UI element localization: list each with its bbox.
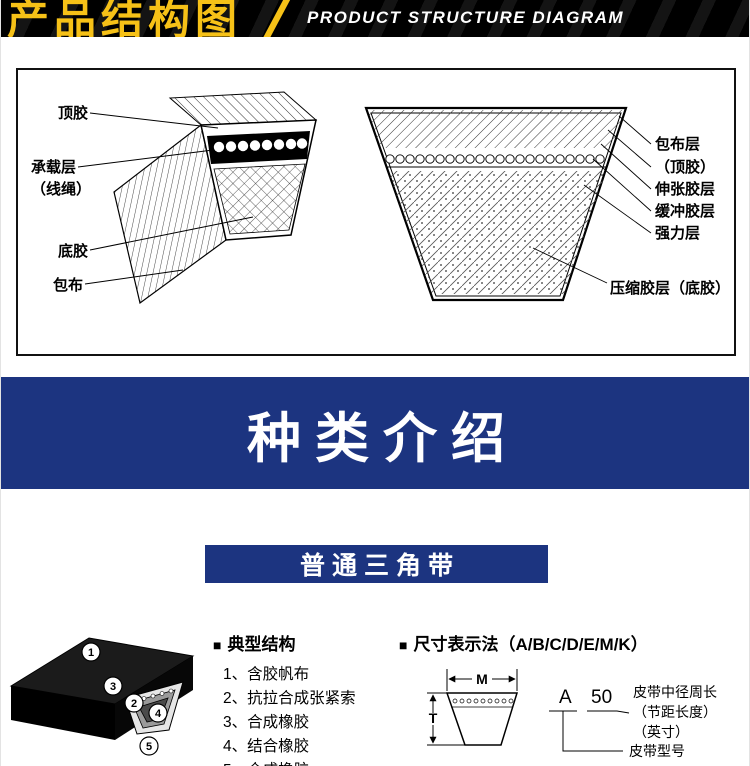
svg-text:3: 3 xyxy=(110,681,116,693)
cord-row xyxy=(385,154,605,164)
label-load-layer: 承载层 xyxy=(31,158,76,176)
typical-structure-list: 1、含胶帆布 2、抗拉合成张紧索 3、合成橡胶 4、结合橡胶 5、合成橡胶 xyxy=(213,663,395,766)
dimension-m-label: M xyxy=(476,671,488,687)
belt-number-3: 3 xyxy=(103,676,123,696)
section-title: 种类介绍 xyxy=(247,408,519,469)
list-item: 2、抗拉合成张紧索 xyxy=(223,690,356,707)
dimension-title: 尺寸表示法（A/B/C/D/E/M/K） xyxy=(413,635,648,654)
belt-number-1: 1 xyxy=(81,642,101,662)
subsection-banner: 普通三角带 xyxy=(205,545,548,583)
banner-title-cn: 产品结构图 xyxy=(7,0,243,37)
typical-structure-heading: ■ 典型结构 xyxy=(213,630,395,655)
svg-text:4: 4 xyxy=(155,708,162,720)
label-stretch-layer: 伸张胶层 xyxy=(654,180,715,198)
label-wrap: 包布 xyxy=(53,276,83,294)
section-banner: 种类介绍 xyxy=(1,377,749,489)
list-item: 3、合成橡胶 xyxy=(223,714,310,731)
note-belt-pitch-length-2: （节距长度） xyxy=(633,704,717,720)
label-compression-layer: 压缩胶层（底胶） xyxy=(610,279,730,297)
note-belt-model: 皮带型号 xyxy=(629,743,685,759)
belt-type-letter: A xyxy=(559,687,572,708)
belt-illustration: 1 3 2 4 5 xyxy=(3,622,203,766)
dimension-heading: ■ 尺寸表示法（A/B/C/D/E/M/K） xyxy=(399,630,747,655)
label-top-rubber-right: （顶胶） xyxy=(655,158,715,176)
top-banner: 产品结构图 PRODUCT STRUCTURE DIAGRAM xyxy=(1,0,749,37)
dimension-block: ■ 尺寸表示法（A/B/C/D/E/M/K） M xyxy=(399,630,747,765)
stretch-rubber-area xyxy=(368,110,624,148)
bottom-rubber-area xyxy=(213,163,306,235)
belt-number-4: 4 xyxy=(148,703,168,723)
label-strength-layer: 强力层 xyxy=(655,224,700,242)
square-bullet-icon: ■ xyxy=(213,637,222,653)
cross-section-trapezoid: 包布层 （顶胶） 伸张胶层 缓冲胶层 强力层 压缩胶层（底胶） xyxy=(364,106,730,302)
label-top-rubber: 顶胶 xyxy=(58,104,88,122)
structure-diagram-box: 顶胶 承载层 （线绳） 底胶 包布 xyxy=(16,68,736,356)
compression-rubber-area xyxy=(388,171,606,294)
typical-structure-title: 典型结构 xyxy=(227,635,296,654)
belt-illustration-svg: 1 3 2 4 5 xyxy=(9,637,195,756)
banner-title-en: PRODUCT STRUCTURE DIAGRAM xyxy=(307,8,625,27)
note-belt-pitch-length-3: （英寸） xyxy=(633,724,689,740)
svg-text:1: 1 xyxy=(88,647,94,659)
belt-length-number: 50 xyxy=(591,687,612,708)
label-wrap-layer: 包布层 xyxy=(655,135,700,153)
dimension-diagram-svg: M T A 50 皮带中径周长 （节距长度） （英寸） 皮带型号 xyxy=(427,669,717,759)
list-item: 5、合成橡胶 xyxy=(223,759,395,766)
structure-diagram-svg: 顶胶 承载层 （线绳） 底胶 包布 xyxy=(31,91,730,305)
square-bullet-icon: ■ xyxy=(399,637,408,653)
subsection-title: 普通三角带 xyxy=(299,552,460,580)
belt-number-5: 5 xyxy=(139,736,159,756)
typical-structure-block: ■ 典型结构 1、含胶帆布 2、抗拉合成张紧索 3、合成橡胶 4、结合橡胶 5、合… xyxy=(213,630,395,766)
svg-text:2: 2 xyxy=(131,698,137,710)
list-item: 1、含胶帆布 xyxy=(223,666,310,683)
banner-slash-decoration xyxy=(260,0,293,37)
dimension-t-label: T xyxy=(429,710,438,726)
label-bottom-rubber: 底胶 xyxy=(58,242,88,260)
svg-text:5: 5 xyxy=(146,741,152,753)
label-cord: （线绳） xyxy=(31,180,91,198)
note-belt-pitch-length-1: 皮带中径周长 xyxy=(633,684,717,700)
label-buffer-layer: 缓冲胶层 xyxy=(655,202,715,220)
belt-number-2: 2 xyxy=(124,693,144,713)
list-item: 4、结合橡胶 xyxy=(223,738,310,755)
v-belt-3d-drawing: 顶胶 承载层 （线绳） 底胶 包布 xyxy=(31,91,318,305)
